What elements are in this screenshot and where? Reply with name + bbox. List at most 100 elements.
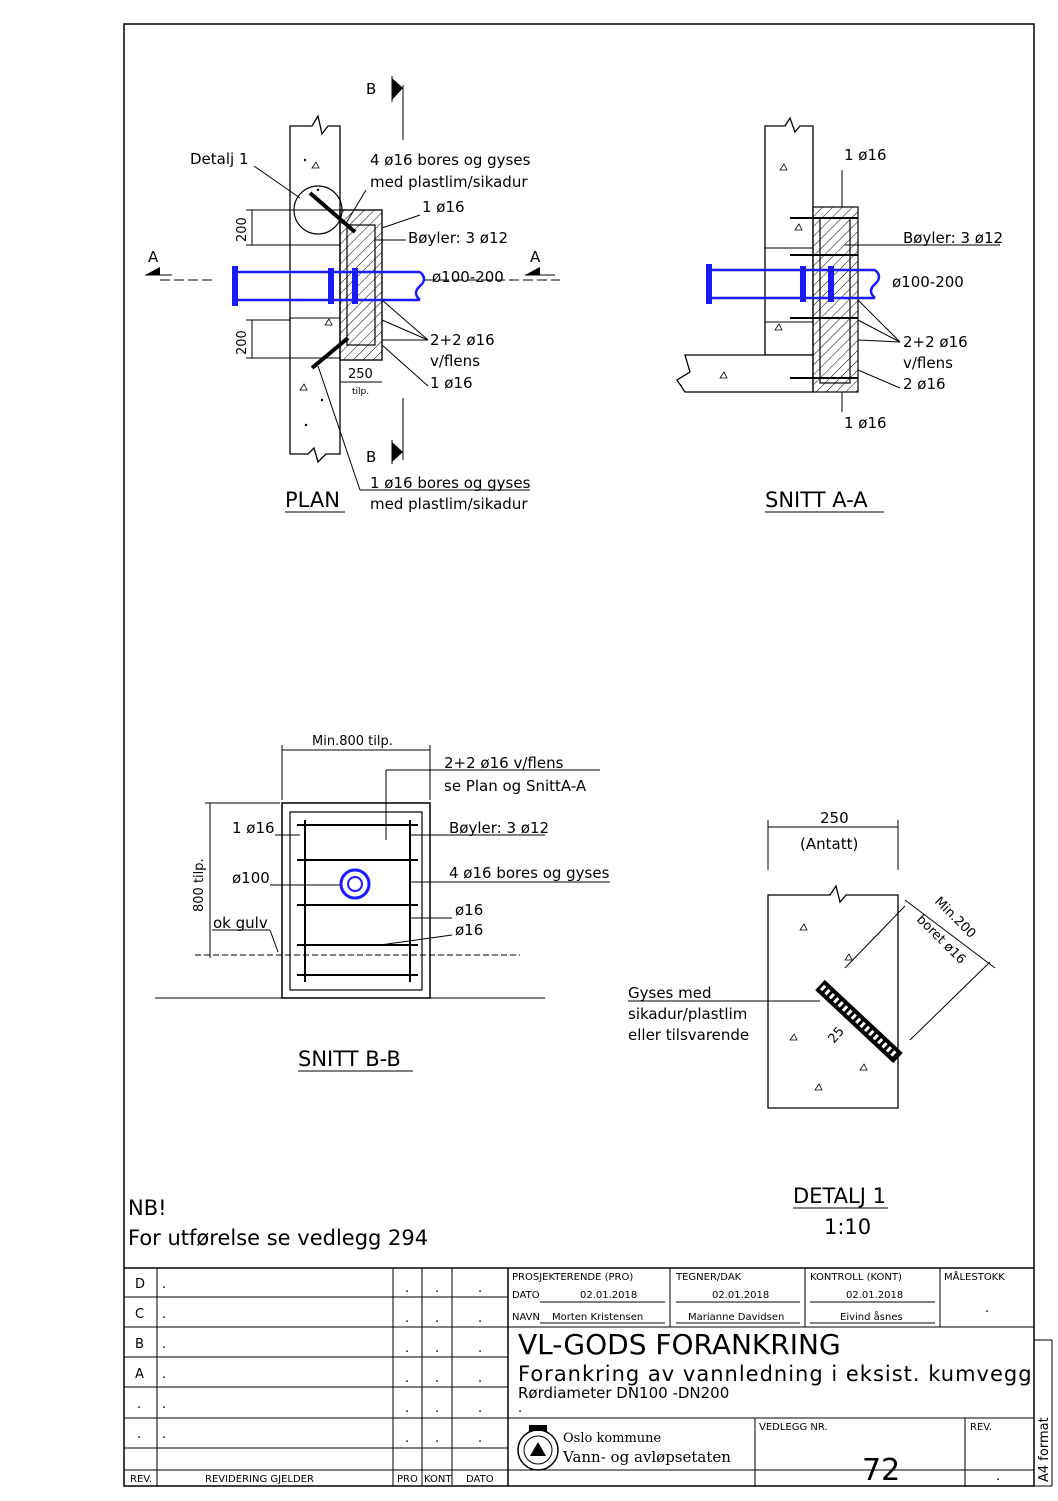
rev-row-2-text: . [162, 1307, 166, 1322]
plan-dim-200-top: 200 [235, 217, 250, 242]
section-a-right-label: A [530, 248, 541, 266]
date-pro: 02.01.2018 [580, 1290, 637, 1301]
plan-flange-1: 2+2 ø16 [430, 331, 495, 349]
rev-label: REV. [970, 1422, 992, 1433]
detalj-title: DETALJ 1 [793, 1184, 886, 1208]
plan-pipe-label: ø100-200 [432, 268, 504, 286]
snitt-bb-pipe-label: ø100 [232, 869, 270, 887]
date-kont: 02.01.2018 [846, 1290, 903, 1301]
plan-detail-ref: Detalj 1 [190, 150, 249, 168]
rev-row-4-id: A [135, 1367, 144, 1382]
drawing-subtitle-2: Rørdiameter DN100 -DN200 [518, 1384, 729, 1402]
svg-text:.: . [478, 1431, 482, 1446]
svg-text:.: . [478, 1341, 482, 1356]
snitt-aa-title: SNITT A-A [765, 488, 868, 512]
header-rev: REV. [130, 1474, 152, 1485]
snitt-bb-height: 800 tilp. [192, 858, 207, 912]
plan-wall-aggregate [303, 158, 307, 162]
vedlegg-label: VEDLEGG NR. [759, 1422, 828, 1433]
rev-row-6-text: . [162, 1427, 166, 1442]
title-block: D . C . B . A . . . . . . . . . . . . . … [124, 1267, 1053, 1488]
org-agency: Vann- og avløpsetaten [562, 1448, 731, 1466]
detalj-dim-note: (Antatt) [800, 835, 858, 853]
format-label: A4 format [1037, 1417, 1052, 1482]
svg-text:.: . [405, 1431, 409, 1446]
snitt-aa-bar-bottom: 1 ø16 [844, 414, 887, 432]
svg-text:.: . [405, 1341, 409, 1356]
detalj-dim: 250 [820, 809, 849, 827]
rev-dot: . [405, 1281, 409, 1296]
svg-text:.: . [478, 1371, 482, 1386]
rev-row-3-id: B [135, 1337, 144, 1352]
nb-note: For utførelse se vedlegg 294 [128, 1226, 428, 1250]
plan-anchor-bar-bottom [310, 336, 350, 370]
snitt-bb-bores: 4 ø16 bores og gyses [449, 864, 610, 882]
svg-text:.: . [405, 1401, 409, 1416]
header-revidering: REVIDERING GJELDER [205, 1474, 314, 1485]
name-pro: Morten Kristensen [552, 1312, 643, 1323]
snitt-bb-flange-2: se Plan og SnittA-A [444, 777, 587, 795]
plan-note-top-2: med plastlim/sikadur [370, 173, 528, 191]
header-prosjekterende: PROSJEKTERENDE (PRO) [512, 1272, 633, 1283]
malestokk-value: . [985, 1301, 989, 1316]
svg-text:.: . [435, 1401, 439, 1416]
header-tegner: TEGNER/DAK [675, 1272, 742, 1283]
navn-label: NAVN [512, 1312, 540, 1323]
detalj-view: 250 (Antatt) Min.200 boret ø16 Gyses med… [628, 809, 996, 1239]
snitt-bb-flange-1: 2+2 ø16 v/flens [444, 754, 564, 772]
plan-title: PLAN [285, 488, 340, 512]
plan-collar-cap [339, 209, 383, 361]
svg-text:.: . [405, 1371, 409, 1386]
svg-text:.: . [405, 1311, 409, 1326]
plan-anchor-bar-top [308, 191, 357, 234]
detalj-note-3: eller tilsvarende [628, 1026, 749, 1044]
rev-row-4-text: . [162, 1367, 166, 1382]
snitt-bb-view: Min.800 tilp. 800 tilp. 2+2 ø16 v/flens … [155, 734, 610, 1072]
plan-note-bottom-2: med plastlim/sikadur [370, 495, 528, 513]
drawing-title: VL-GODS FORANKRING [518, 1328, 841, 1361]
plan-view: A A B B 200 200 250 tilp. Detalj 1 4 ø16… [145, 76, 560, 513]
rev-row-1-text: . [162, 1277, 166, 1292]
detalj-note-2: sikadur/plastlim [628, 1005, 747, 1023]
section-b-bottom-arrow [392, 442, 403, 462]
snitt-aa-view: 1 ø16 Bøyler: 3 ø12 ø100-200 2+2 ø16 v/f… [676, 116, 1003, 513]
section-a-left-arrow [145, 267, 160, 275]
snitt-bb-floor: ok gulv [213, 914, 268, 932]
nb-label: NB! [128, 1196, 167, 1220]
svg-text:.: . [435, 1431, 439, 1446]
plan-bar-1: 1 ø16 [422, 198, 465, 216]
snitt-aa-bar-2: 2 ø16 [903, 375, 946, 393]
rev-row-6-id: . [137, 1427, 141, 1442]
snitt-aa-flange-1: 2+2 ø16 [903, 333, 968, 351]
svg-text:.: . [435, 1341, 439, 1356]
plan-dim-250: 250 [348, 367, 373, 382]
svg-text:.: . [478, 1281, 482, 1296]
snitt-bb-stirrups: Bøyler: 3 ø12 [449, 819, 549, 837]
rev-row-5-text: . [162, 1397, 166, 1412]
snitt-bb-width: Min.800 tilp. [312, 734, 393, 749]
sheet-border [123, 23, 1035, 1487]
plan-note-top-1: 4 ø16 bores og gyses [370, 151, 531, 169]
header-kontroll: KONTROLL (KONT) [810, 1272, 902, 1283]
snitt-aa-bar-top: 1 ø16 [844, 146, 887, 164]
plan-note-bottom-1: 1 ø16 bores og gyses [370, 474, 531, 492]
plan-dim-tilp: tilp. [352, 387, 369, 397]
section-b-top-arrow [392, 78, 403, 100]
snitt-aa-floor [676, 354, 814, 393]
svg-text:.: . [478, 1311, 482, 1326]
detalj-scale: 1:10 [824, 1215, 871, 1239]
snitt-bb-pipe [339, 868, 371, 900]
svg-text:.: . [435, 1311, 439, 1326]
name-teg: Marianne Davidsen [688, 1312, 784, 1323]
section-a-left-label: A [148, 248, 159, 266]
svg-text:.: . [478, 1401, 482, 1416]
section-a-right-arrow [525, 267, 540, 275]
oslo-kommune-logo [517, 1425, 559, 1471]
detalj-note-1: Gyses med [628, 984, 712, 1002]
dato-label: DATO [512, 1290, 540, 1301]
rev-value: . [996, 1469, 1000, 1484]
rev-row-5-id: . [137, 1397, 141, 1412]
snitt-aa-pipe-label: ø100-200 [892, 273, 964, 291]
snitt-aa-stirrups: Bøyler: 3 ø12 [903, 229, 1003, 247]
